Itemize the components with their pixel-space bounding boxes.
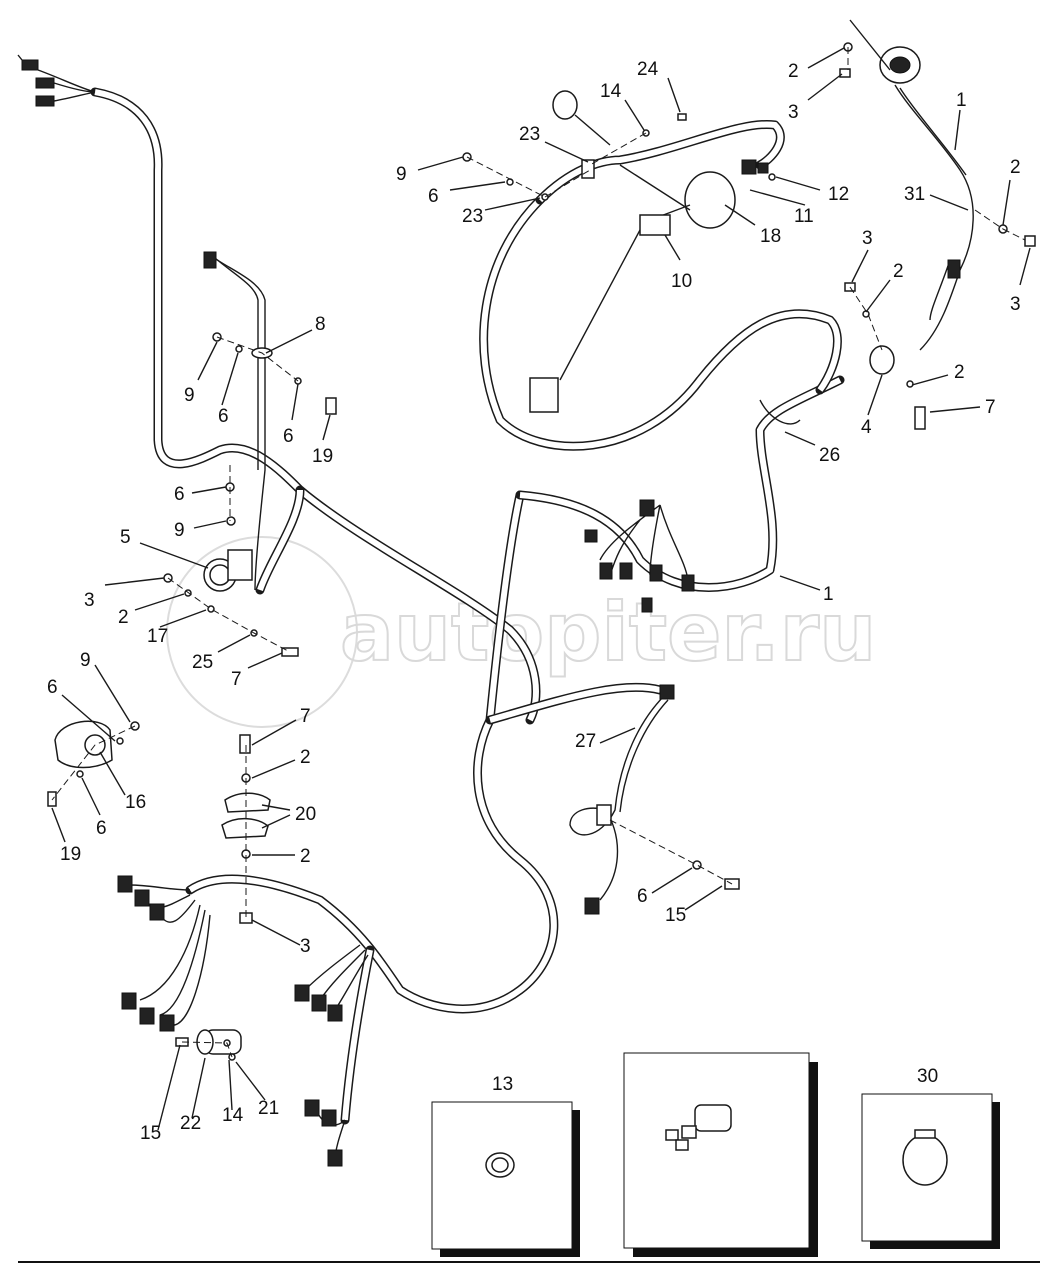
lamp-assembly-16 [54,720,113,769]
callout-21: 21 [258,1098,279,1119]
callout-3: 3 [1010,294,1021,315]
callout-11: 11 [794,206,814,227]
callout-14: 14 [600,81,622,102]
callout-16: 16 [125,792,146,813]
callout-3: 3 [300,936,311,957]
callout-17: 17 [147,626,168,647]
watermark-text: autopiter.ru [340,586,876,679]
callout-19: 19 [60,844,81,865]
callout-26: 26 [819,445,840,466]
callout-24: 24 [637,59,659,80]
callout-14: 14 [222,1105,244,1126]
inset-30-label: 30 [917,1066,938,1087]
callout-2: 2 [788,61,799,82]
callout-23: 23 [519,124,540,145]
callout-8: 8 [315,314,326,335]
inset-13-label: 13 [492,1074,513,1095]
inset-29 [623,1052,818,1257]
callout-1: 1 [956,90,967,111]
callout-4: 4 [861,417,872,438]
main-harness [90,87,845,1125]
callout-9: 9 [174,520,185,541]
callout-2: 2 [893,261,904,282]
callout-12: 12 [828,184,849,205]
callout-19: 19 [312,446,333,467]
connector-cluster-mid [584,499,695,613]
watermark: autopiter.ru [166,536,877,728]
right-sensor-assembly [759,19,974,425]
callout-27: 27 [575,731,596,752]
harness-27 [569,684,675,915]
callout-7: 7 [231,669,242,690]
callout-9: 9 [184,385,195,406]
callout-2: 2 [300,846,311,867]
callout-20: 20 [295,804,316,825]
connector-group-top-left [17,54,96,107]
callout-15: 15 [665,905,686,926]
callout-5: 5 [120,527,131,548]
callout-25: 25 [192,652,213,673]
leader-lines [51,47,1026,1058]
callout-15: 15 [140,1123,161,1144]
inset-13: 13 [431,1074,580,1257]
callout-7: 7 [300,706,311,727]
callout-9: 9 [80,650,91,671]
callout-6: 6 [428,186,439,207]
solenoid-22 [196,1029,242,1055]
callout-9: 9 [396,164,407,185]
callout-3: 3 [788,102,799,123]
callout-7: 7 [985,397,996,418]
callout-6: 6 [96,818,107,839]
callout-6: 6 [218,406,229,427]
callout-2: 2 [1010,157,1021,178]
callout-labels: 24 14 23 9 6 23 12 11 18 10 2 3 1 2 31 3… [47,59,1021,1195]
callout-6: 6 [637,886,648,907]
fuel-sender-harness [479,90,842,451]
callout-31: 31 [904,184,925,205]
callout-18: 18 [760,226,781,247]
callout-23: 23 [462,206,483,227]
inset-30: 30 [861,1066,1000,1249]
callout-2: 2 [300,747,311,768]
callout-6: 6 [174,484,185,505]
callout-10: 10 [671,271,692,292]
callout-3: 3 [84,590,95,611]
callout-22: 22 [180,1113,201,1134]
clamp-20 [221,792,271,839]
callout-2: 2 [954,362,965,383]
lamp-assembly-5 [203,549,253,592]
callout-arrows [51,47,1031,1176]
callout-2: 2 [118,607,129,628]
callout-1: 1 [823,584,834,605]
callout-3: 3 [862,228,873,249]
callout-6: 6 [47,677,58,698]
connector-group-bottom-left [117,875,369,1167]
callout-6: 6 [283,426,294,447]
